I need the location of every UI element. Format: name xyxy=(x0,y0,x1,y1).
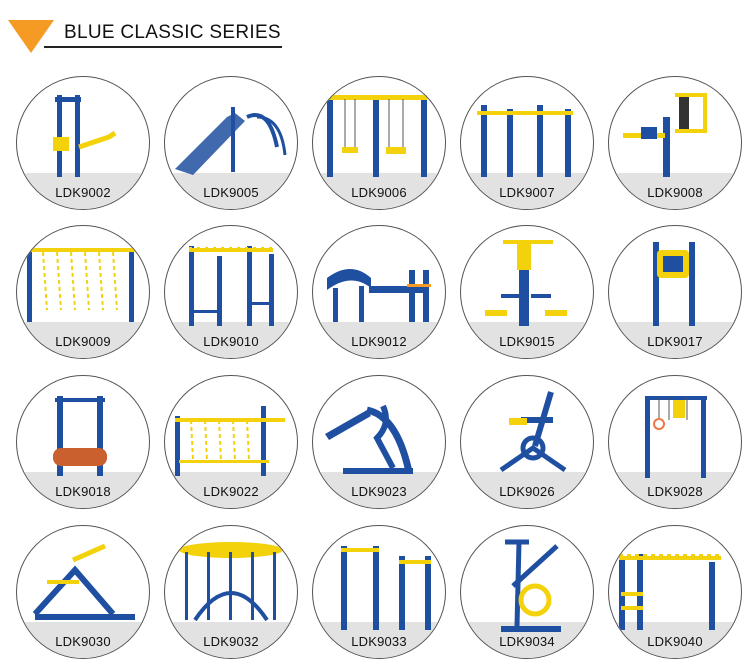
product-card[interactable]: LDK9012 xyxy=(312,225,446,359)
section-title: BLUE CLASSIC SERIES xyxy=(64,22,281,43)
product-code: LDK9026 xyxy=(499,484,555,499)
product-card[interactable]: LDK9033 xyxy=(312,525,446,659)
slide-icon xyxy=(175,107,287,175)
product-code: LDK9006 xyxy=(351,185,407,200)
product-card[interactable]: LDK9034 xyxy=(460,525,594,659)
product-card[interactable]: LDK9017 xyxy=(608,225,742,359)
product-card[interactable]: LDK9026 xyxy=(460,375,594,509)
exercise-bike-icon xyxy=(501,539,561,632)
product-code: LDK9028 xyxy=(647,484,703,499)
product-card[interactable]: LDK9007 xyxy=(460,76,594,210)
carousel-icon xyxy=(179,542,283,622)
product-code: LDK9015 xyxy=(499,334,555,349)
title-underline xyxy=(44,46,282,48)
ground-strip xyxy=(313,322,445,358)
ground-strip xyxy=(17,173,149,209)
swing-icon xyxy=(327,95,427,177)
product-card[interactable]: LDK9028 xyxy=(608,375,742,509)
product-card[interactable]: LDK9008 xyxy=(608,76,742,210)
ground-strip xyxy=(17,322,149,358)
product-code: LDK9005 xyxy=(203,185,259,200)
ground-strip xyxy=(313,173,445,209)
product-card[interactable]: LDK9022 xyxy=(164,375,298,509)
product-code: LDK9018 xyxy=(55,484,111,499)
product-code: LDK9007 xyxy=(499,185,555,200)
product-code: LDK9022 xyxy=(203,484,259,499)
product-card[interactable]: LDK9018 xyxy=(16,375,150,509)
ground-strip xyxy=(609,173,741,209)
ground-strip xyxy=(313,472,445,508)
product-code: LDK9017 xyxy=(647,334,703,349)
double-rider-icon xyxy=(32,543,135,620)
ground-strip xyxy=(609,622,741,658)
product-code: LDK9032 xyxy=(203,634,259,649)
ground-strip xyxy=(165,173,297,209)
product-card[interactable]: LDK9040 xyxy=(608,525,742,659)
monkey-bars-icon xyxy=(189,246,274,326)
push-chair-icon xyxy=(623,93,707,177)
ground-strip xyxy=(461,173,593,209)
product-card[interactable]: LDK9015 xyxy=(460,225,594,359)
bike-icon xyxy=(499,391,567,473)
product-card[interactable]: LDK9005 xyxy=(164,76,298,210)
rope-bridge-icon xyxy=(175,406,285,476)
product-code: LDK9040 xyxy=(647,634,703,649)
horizontal-bar-icon xyxy=(341,546,431,630)
rower-icon xyxy=(325,404,413,474)
product-code: LDK9030 xyxy=(55,634,111,649)
section-header: BLUE CLASSIC SERIES xyxy=(0,0,750,58)
product-code: LDK9010 xyxy=(203,334,259,349)
product-card[interactable]: LDK9030 xyxy=(16,525,150,659)
product-card[interactable]: LDK9006 xyxy=(312,76,446,210)
ring-bar-icon xyxy=(645,396,707,478)
product-card[interactable]: LDK9009 xyxy=(16,225,150,359)
ground-strip xyxy=(17,622,149,658)
back-massager-icon xyxy=(653,242,695,326)
product-code: LDK9008 xyxy=(647,185,703,200)
ladder-climber-icon xyxy=(619,554,721,630)
ground-strip xyxy=(609,472,741,508)
ground-strip xyxy=(165,622,297,658)
product-card[interactable]: LDK9010 xyxy=(164,225,298,359)
ground-strip xyxy=(461,472,593,508)
ground-strip xyxy=(165,472,297,508)
parallel-bars-icon xyxy=(477,105,573,177)
product-code: LDK9034 xyxy=(499,634,555,649)
sit-up-bench-icon xyxy=(327,269,431,322)
rope-ladder-icon xyxy=(27,248,135,322)
air-walker-icon xyxy=(485,240,567,326)
product-code: LDK9033 xyxy=(351,634,407,649)
product-code: LDK9012 xyxy=(351,334,407,349)
product-card[interactable]: LDK9032 xyxy=(164,525,298,659)
ground-strip xyxy=(17,472,149,508)
product-code: LDK9002 xyxy=(55,185,111,200)
cross-trainer-icon xyxy=(53,95,117,177)
product-card[interactable]: LDK9023 xyxy=(312,375,446,509)
product-code: LDK9009 xyxy=(55,334,111,349)
ground-strip xyxy=(165,322,297,358)
ground-strip xyxy=(609,322,741,358)
ground-strip xyxy=(461,322,593,358)
product-card[interactable]: LDK9002 xyxy=(16,76,150,210)
product-code: LDK9023 xyxy=(351,484,407,499)
roller-icon xyxy=(53,396,107,476)
